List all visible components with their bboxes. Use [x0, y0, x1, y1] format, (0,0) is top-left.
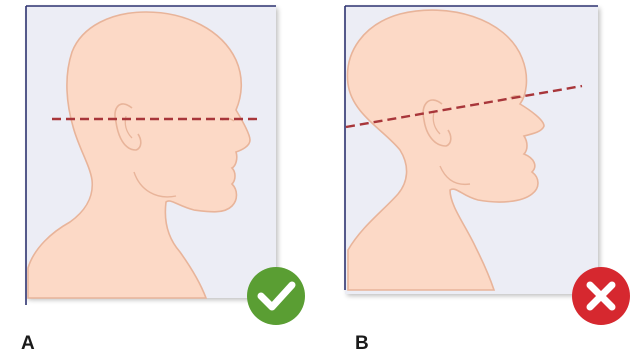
panel-b [345, 6, 630, 325]
panel-a-label: A [21, 334, 35, 353]
panel-b-verdict-badge [572, 267, 630, 325]
panel-a [26, 6, 305, 325]
panel-a-verdict-badge [247, 267, 305, 325]
panel-b-label: B [355, 334, 369, 353]
